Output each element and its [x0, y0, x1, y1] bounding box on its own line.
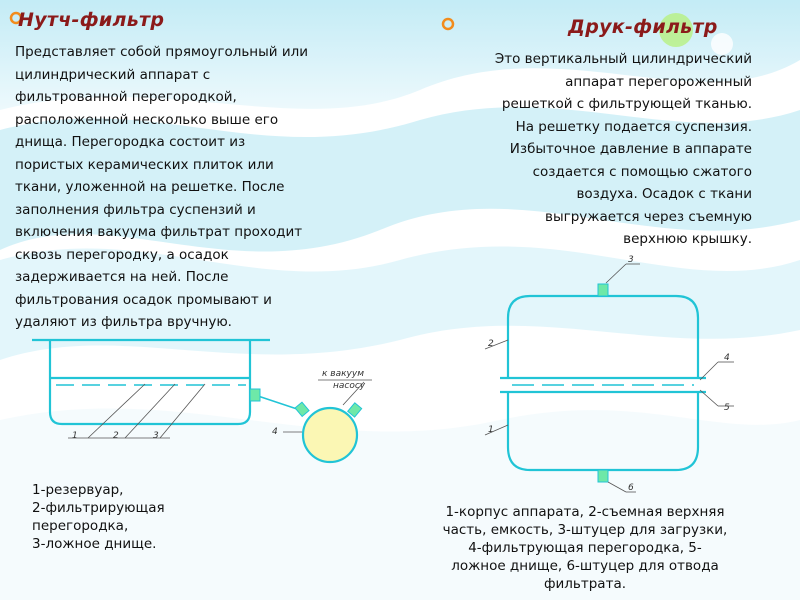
right-line: Избыточное давление в аппарате — [509, 141, 752, 157]
left-caption-line: 1-резервуар, — [32, 482, 124, 498]
right-captions: 1-корпус аппарата, 2-съемная верхняя час… — [402, 503, 768, 593]
inlet-fitting — [597, 283, 609, 297]
left-line: днища. Перегородка состоит из — [15, 134, 246, 150]
sphere-fitting-right — [347, 402, 363, 418]
right-label-5: 5 — [724, 403, 730, 413]
left-line: удаляют из фильтра вручную. — [15, 314, 232, 330]
left-label-2: 2 — [113, 431, 119, 441]
right-label-3: 3 — [628, 255, 634, 265]
right-line: выгружается через съемную — [545, 208, 752, 225]
left-line: включения вакуума фильтрат проходит — [15, 224, 303, 240]
right-label-4: 4 — [724, 353, 730, 363]
right-label-6: 6 — [628, 483, 634, 493]
left-line: заполнения фильтра суспензий и — [15, 201, 256, 218]
left-caption-line: перегородка, — [32, 518, 129, 534]
reservoir-body — [48, 340, 252, 426]
left-line: ткани, уложенной на решетке. После — [15, 179, 285, 195]
decor-green-circle — [659, 13, 693, 47]
right-label-1: 1 — [488, 425, 494, 435]
left-captions: 1-резервуар, 2-фильтрирующая перегородка… — [32, 481, 165, 553]
left-title: Нутч-фильтр — [18, 9, 165, 31]
drain-fitting — [597, 469, 609, 483]
lower-body — [506, 392, 700, 472]
left-line: пористых керамических плиток или — [15, 156, 274, 173]
receiver-sphere — [301, 406, 359, 464]
outlet-fitting — [249, 388, 261, 402]
upper-part — [506, 294, 700, 378]
right-line: воздуха. Осадок с ткани — [576, 186, 752, 202]
vacuum-label-1: к вакуум — [322, 369, 364, 379]
left-caption-line: 3-ложное днище. — [32, 536, 157, 552]
left-line: сквозь перегородку, а осадок — [15, 246, 229, 263]
right-line: аппарат перегороженный — [565, 73, 752, 90]
right-caption-line: 1-корпус аппарата, 2-съемная верхняя — [445, 504, 725, 520]
vacuum-label-2: насосу — [333, 381, 366, 391]
vacuum-pipe — [257, 395, 301, 411]
right-caption-line: ложное днище, 6-штуцер для отвода — [451, 558, 719, 574]
left-line: фильтрованной перегородкой, — [15, 89, 237, 105]
left-line: расположенной несколько выше его — [15, 111, 279, 128]
right-line: Это вертикальный цилиндрический — [494, 51, 752, 67]
left-bullet-icon — [9, 11, 23, 25]
right-label-2: 2 — [488, 339, 494, 349]
left-line: фильтрования осадок промывают и — [15, 291, 272, 308]
sphere-fitting-left — [294, 401, 310, 418]
right-line: На решетку подается суспензия. — [515, 118, 752, 135]
right-bullet-icon — [441, 17, 455, 31]
right-caption-line: часть, емкость, 3-штуцер для загрузки, — [442, 522, 728, 538]
right-caption-line: 4-фильтрующая перегородка, 5- — [468, 540, 702, 556]
left-label-3: 3 — [153, 431, 159, 441]
left-description: Представляет собой прямоугольный или цил… — [15, 41, 308, 334]
right-line: создается с помощью сжатого — [532, 163, 752, 180]
left-line: задерживается на ней. После — [15, 269, 229, 285]
right-line: верхнюю крышку. — [623, 231, 752, 247]
right-caption-line: фильтрата. — [543, 576, 627, 592]
left-line: Представляет собой прямоугольный или — [15, 44, 309, 60]
right-line: решеткой с фильтрующей тканью. — [501, 96, 752, 112]
nutsch-filter-diagram — [32, 338, 301, 426]
right-description: Это вертикальный цилиндрический аппарат … — [495, 48, 752, 251]
left-line: цилиндрический аппарат с — [15, 66, 211, 83]
left-caption-line: 2-фильтрирующая — [32, 500, 165, 516]
right-title: Друк-фильтр — [568, 16, 718, 38]
druck-filter-diagram — [500, 294, 706, 472]
left-label-4: 4 — [272, 427, 278, 437]
left-label-1: 1 — [72, 431, 78, 441]
